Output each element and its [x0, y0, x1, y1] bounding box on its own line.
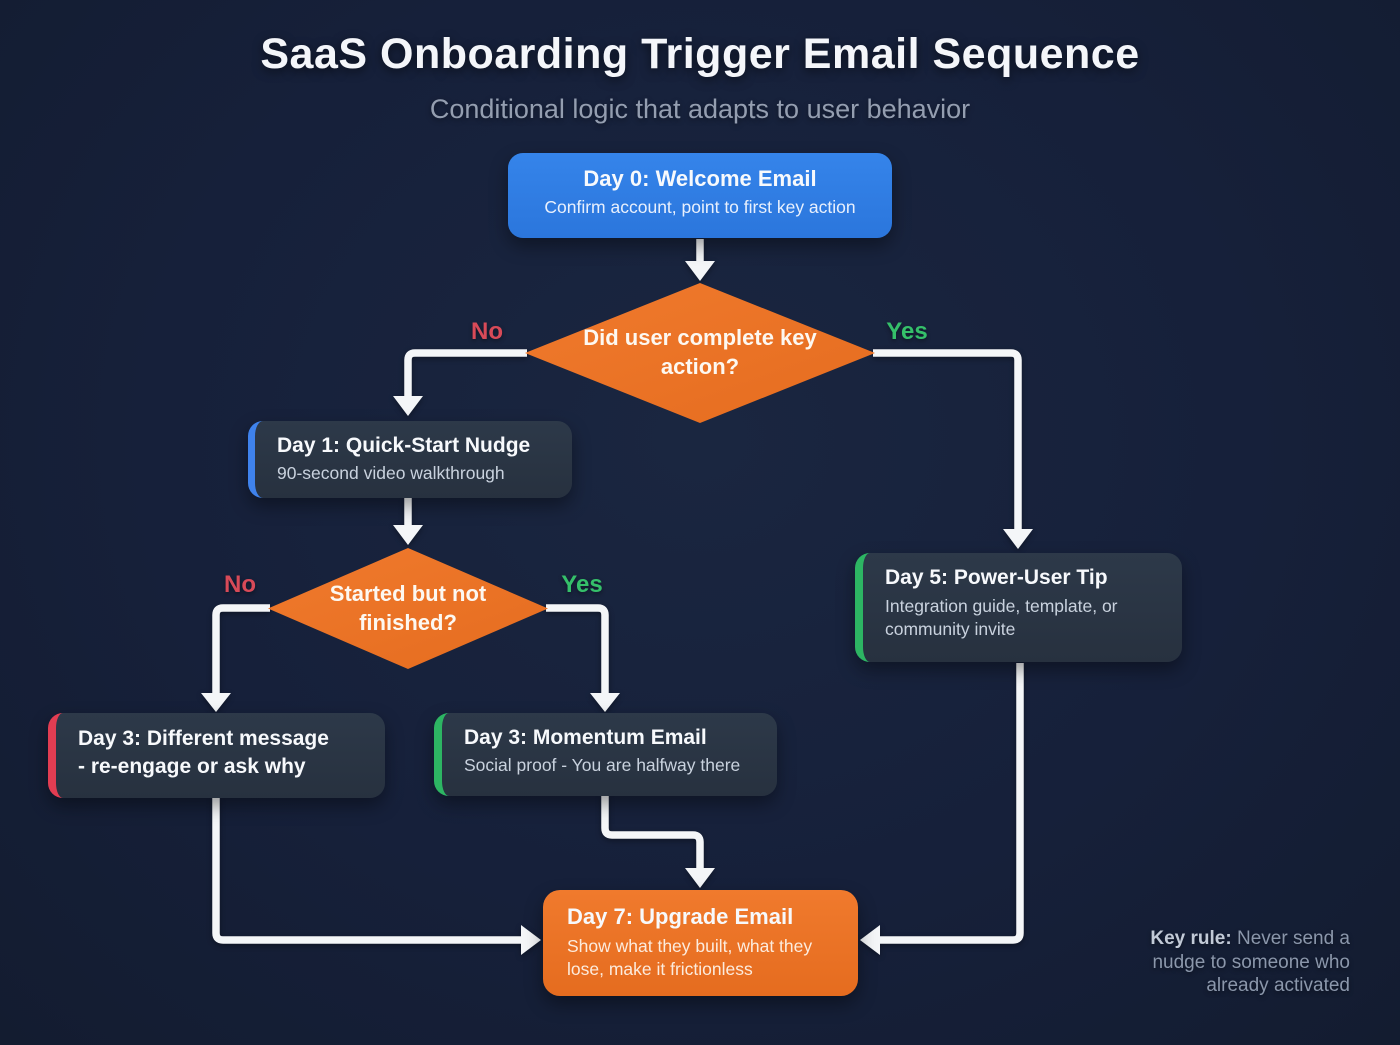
decision1-yes-label: Yes	[886, 318, 928, 345]
node-day3-different-message: Day 3: Different message - re-engage or …	[48, 713, 385, 798]
arrowhead-day3no-day7	[521, 925, 541, 955]
key-rule-footnote: Key rule: Never send a nudge to someone …	[1138, 927, 1350, 998]
node-day3yes-subtitle: Social proof - You are halfway there	[464, 755, 741, 775]
decision1-no-label: No	[471, 318, 503, 345]
decision2-diamond: Started but not finished?	[268, 548, 548, 669]
arrowhead-decision1-no-day1	[393, 396, 423, 416]
node-day7-upgrade-email: Day 7: Upgrade Email Show what they buil…	[543, 890, 858, 996]
connector-decision2-no-day3no	[212, 604, 270, 695]
connector-decision2-yes-day3yes	[546, 604, 609, 695]
arrowhead-day1-decision2	[393, 525, 423, 545]
node-day3-momentum-email: Day 3: Momentum Email Social proof - You…	[434, 713, 777, 796]
node-day1-title: Day 1: Quick-Start Nudge	[277, 434, 531, 457]
connector-day5-day7	[878, 663, 1024, 944]
node-day7-title: Day 7: Upgrade Email	[567, 904, 794, 929]
arrowhead-decision2-yes-day3yes	[590, 693, 620, 712]
key-rule-label: Key rule:	[1150, 928, 1232, 949]
decision2-no-label: No	[224, 571, 256, 598]
node-day3yes-title: Day 3: Momentum Email	[464, 726, 707, 749]
key-rule-text: Never send a nudge to someone who alread…	[1152, 928, 1350, 997]
page-subtitle: Conditional logic that adapts to user be…	[429, 94, 971, 124]
decision1-diamond: Did user complete key action?	[525, 283, 875, 423]
connector-decision1-no-day1	[404, 349, 527, 398]
node-day5-title: Day 5: Power-User Tip	[885, 566, 1108, 589]
decision2-yes-label: Yes	[561, 571, 603, 598]
arrowhead-day5-day7	[860, 925, 880, 955]
arrowhead-decision2-no-day3no	[201, 693, 231, 712]
connector-day3no-day7	[212, 798, 523, 944]
node-day3no-title-line1: Day 3: Different message	[78, 727, 329, 750]
node-day0-welcome-email: Day 0: Welcome Email Confirm account, po…	[508, 153, 892, 238]
node-day1-subtitle: 90-second video walkthrough	[277, 463, 505, 483]
decision2-question: Started but not finished?	[329, 580, 487, 635]
connector-day3yes-day7	[601, 796, 704, 870]
node-day7-subtitle: Show what they built, what they lose, ma…	[567, 936, 813, 980]
arrowhead-decision1-yes-day5	[1003, 529, 1033, 549]
node-day0-subtitle: Confirm account, point to first key acti…	[544, 197, 856, 217]
node-day5-subtitle: Integration guide, template, or communit…	[885, 596, 1118, 639]
arrowhead-day0-decision1	[685, 261, 715, 281]
node-day1-quick-start-nudge: Day 1: Quick-Start Nudge 90-second video…	[248, 421, 572, 498]
arrowhead-day3yes-day7	[685, 868, 715, 888]
node-day0-title: Day 0: Welcome Email	[583, 166, 817, 191]
node-day5-power-user-tip: Day 5: Power-User Tip Integration guide,…	[855, 553, 1182, 662]
page-title: SaaS Onboarding Trigger Email Sequence	[260, 30, 1140, 78]
decision1-question: Did user complete key action?	[583, 325, 817, 379]
node-day3no-title-line2: - re-engage or ask why	[78, 755, 306, 779]
connector-decision1-yes-day5	[873, 349, 1022, 531]
